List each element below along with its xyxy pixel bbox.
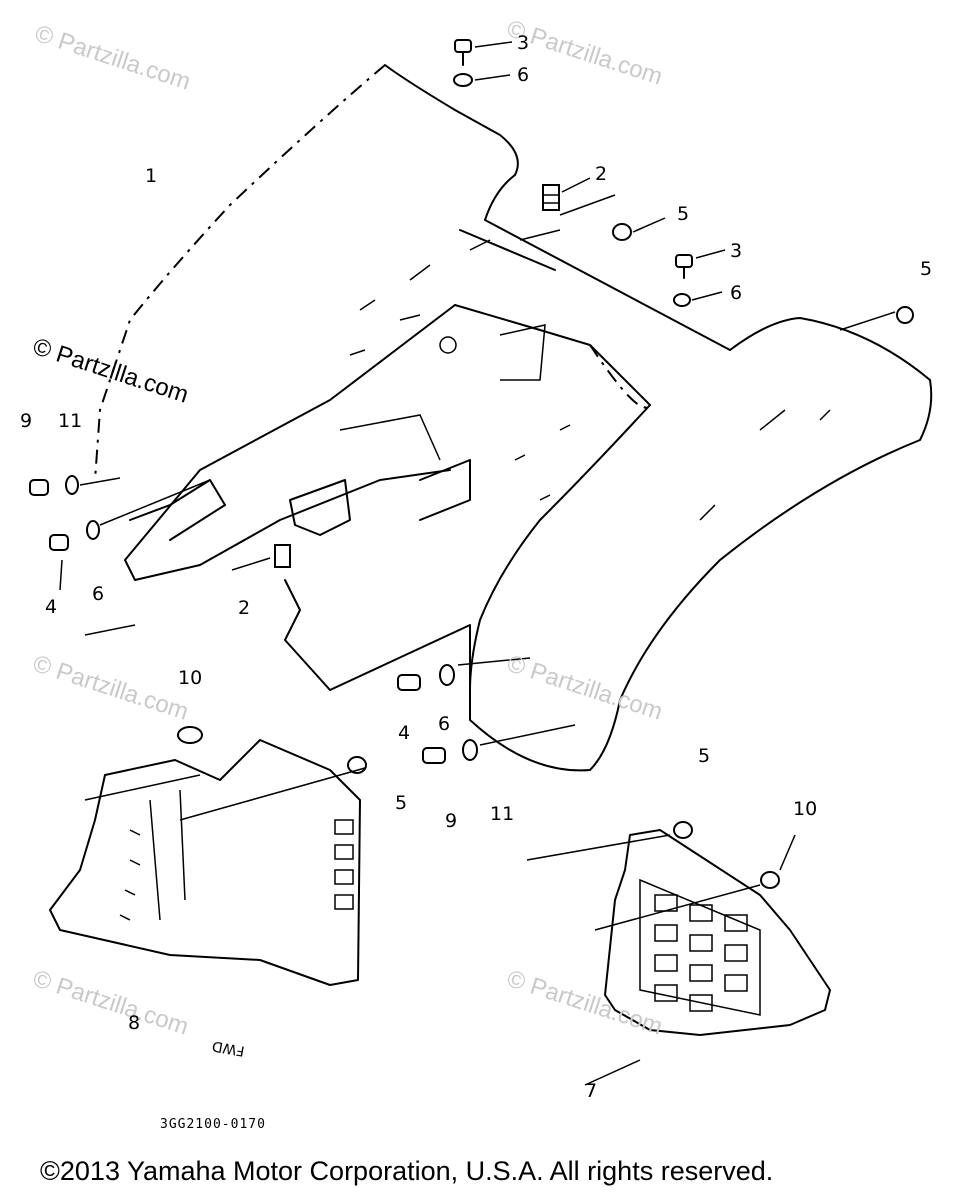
- callout-6: 6: [730, 282, 743, 304]
- leader-lines: [59, 41, 896, 1086]
- callout-1: 1: [145, 165, 158, 187]
- bolt-3-top: [454, 39, 472, 66]
- mud-flap-right: [604, 829, 831, 1036]
- nut-2-top: [542, 184, 560, 211]
- mud-flap-left: [49, 739, 361, 986]
- side-fender-flap: [469, 317, 933, 772]
- callout-4: 4: [398, 722, 411, 744]
- drawing-code: 3GG2100-0170: [160, 1117, 266, 1132]
- callout-2: 2: [238, 597, 251, 619]
- clip-10-left: [177, 726, 203, 744]
- callout-5: 5: [920, 258, 933, 280]
- callout-11: 11: [58, 410, 83, 432]
- callout-6: 6: [517, 64, 530, 86]
- callout-11: 11: [490, 803, 515, 825]
- clip-10-right-b: [760, 871, 780, 889]
- callout-10: 10: [178, 667, 203, 689]
- bolt-4-center: [397, 664, 455, 691]
- callout-9: 9: [20, 410, 33, 432]
- nut-5-top: [612, 223, 632, 241]
- nut-2-center: [274, 544, 291, 568]
- callout-6: 6: [92, 583, 105, 605]
- callout-3: 3: [517, 32, 530, 54]
- bolt-6-center: [422, 739, 478, 764]
- callout-8: 8: [128, 1012, 141, 1034]
- callout-5: 5: [698, 745, 711, 767]
- callout-2: 2: [595, 163, 608, 185]
- callout-10: 10: [793, 798, 818, 820]
- mud-flap-grid: [654, 894, 748, 1012]
- copyright-notice: ©2013 Yamaha Motor Corporation, U.S.A. A…: [40, 1156, 774, 1186]
- callout-6: 6: [438, 713, 451, 735]
- callout-5: 5: [395, 792, 408, 814]
- clip-10-right-a: [673, 821, 693, 839]
- callout-7: 7: [585, 1080, 598, 1102]
- callout-4: 4: [45, 596, 58, 618]
- washer-6-right: [673, 293, 691, 307]
- bolt-4-left: [49, 520, 100, 551]
- callout-5: 5: [677, 203, 690, 225]
- callout-9: 9: [445, 810, 458, 832]
- callout-3: 3: [730, 240, 743, 262]
- bolt-3-right: [675, 254, 693, 279]
- nut-5-right: [896, 306, 914, 324]
- fasteners: [29, 39, 914, 889]
- washer-6-top: [453, 73, 473, 87]
- bolt-left-1: [29, 475, 79, 496]
- rear-fender: [94, 64, 731, 691]
